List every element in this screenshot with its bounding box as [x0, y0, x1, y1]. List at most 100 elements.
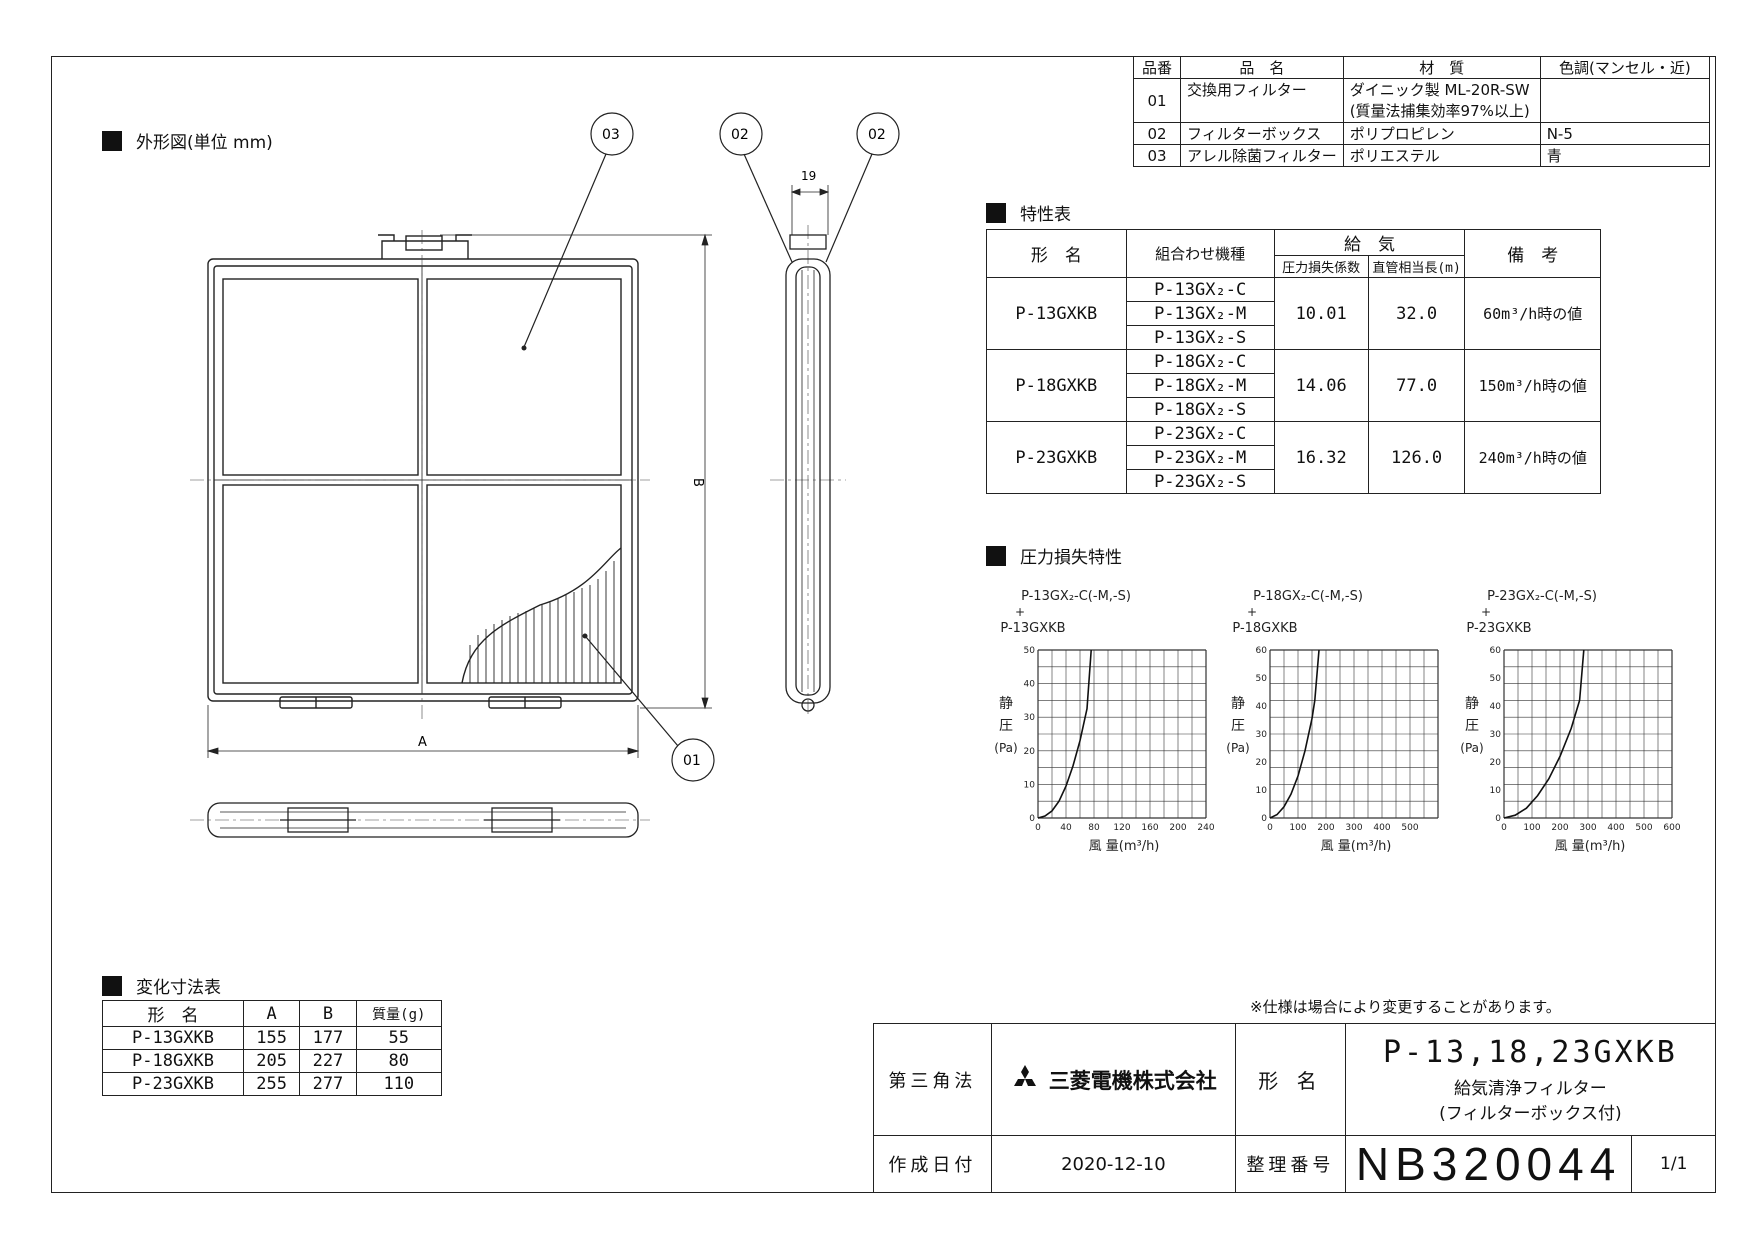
callout-circle [856, 112, 900, 156]
x-axis-label: 風 量(m³/h) [1089, 839, 1160, 854]
dim-a: 205 [242, 1049, 301, 1073]
char-pipe: 126.0 [1367, 421, 1466, 494]
char-combo: P-13GX₂-S [1125, 325, 1275, 350]
model-cell: P-13,18,23GXKB 給気清浄フィルター (フィルターボックス付) [1344, 1023, 1717, 1136]
dim-mass: 80 [355, 1049, 443, 1073]
side-view-clip [789, 234, 827, 250]
date-value: 2020-12-10 [990, 1135, 1237, 1193]
char-coef: 14.06 [1273, 349, 1369, 422]
char-header-pipe: 直管相当長(m) [1367, 255, 1466, 278]
y-tick-label: 50 [1490, 674, 1502, 684]
chart-title-line-1: P-23GX₂-C(-M,-S) [1487, 589, 1597, 604]
y-tick-label: 40 [1256, 702, 1268, 712]
chart-title-line-1: P-18GX₂-C(-M,-S) [1253, 589, 1363, 604]
company-cell: 三菱電機株式会社 [990, 1023, 1237, 1136]
x-tick-label: 160 [1141, 823, 1158, 833]
outline-section-title: 外形図(単位 mm) [102, 128, 273, 153]
char-combo: P-23GX₂-C [1125, 421, 1275, 446]
x-tick-label: 500 [1401, 823, 1418, 833]
dim-mass: 55 [355, 1026, 443, 1050]
x-tick-label: 600 [1663, 823, 1680, 833]
dimension-19-label: 19 [801, 169, 816, 183]
char-pipe: 77.0 [1367, 349, 1466, 422]
char-header-supply: 給 気 [1273, 229, 1466, 256]
section-marker [986, 202, 1006, 223]
characteristics-table: 形 名 組合わせ機種 給 気 備 考 圧力損失係数 直管相当長(m) P-13G… [986, 229, 1601, 494]
x-tick-label: 240 [1197, 823, 1214, 833]
char-header-model: 形 名 [986, 229, 1127, 278]
x-tick-label: 200 [1169, 823, 1186, 833]
x-axis-label: 風 量(m³/h) [1321, 839, 1392, 854]
char-note: 150m³/h時の値 [1464, 349, 1601, 422]
x-tick-label: 200 [1317, 823, 1334, 833]
parts-table: 品番 品 名 材 質 色調(マンセル・近) 01 交換用フィルター ダイニック製… [1133, 56, 1711, 167]
chart-title-plus: + [1015, 605, 1025, 619]
material-line-2: (質量法捕集効率97%以上) [1349, 102, 1530, 120]
y-tick-label: 50 [1256, 674, 1268, 684]
sheet-number: 1/1 [1631, 1135, 1716, 1193]
x-tick-label: 200 [1551, 823, 1568, 833]
y-tick-label: 20 [1256, 758, 1268, 768]
y-axis-label-1: 静 [1231, 696, 1245, 712]
y-axis-label-1: 静 [1465, 696, 1479, 712]
title-block: 第三角法 三菱電機株式会社 形 名 P-13,18,23GXKB 給気清浄フィル… [873, 1023, 1717, 1193]
dim-b: 277 [299, 1072, 357, 1096]
parts-row-name: フィルターボックス [1180, 122, 1344, 145]
mitsubishi-logo-icon [1010, 1064, 1040, 1095]
product-line-1: 給気清浄フィルター [1454, 1079, 1607, 1099]
dimension-a-label: A [418, 735, 427, 750]
parts-row-no: 03 [1133, 144, 1181, 167]
material-line-1: ダイニック製 ML-20R-SW [1349, 81, 1530, 99]
y-tick-label: 0 [1495, 814, 1501, 824]
model-number: P-13,18,23GXKB [1382, 1035, 1678, 1070]
x-tick-label: 100 [1289, 823, 1306, 833]
y-axis-label-1: 静 [999, 696, 1013, 712]
y-tick-label: 50 [1024, 646, 1036, 656]
pane-bottom-right [426, 484, 622, 684]
parts-header-name: 品 名 [1180, 56, 1344, 79]
dimensions-section-title: 変化寸法表 [102, 973, 221, 998]
char-header-coef: 圧力損失係数 [1273, 255, 1369, 278]
parts-row-material: ポリエステル [1342, 144, 1541, 167]
y-tick-label: 20 [1490, 758, 1502, 768]
parts-header-color: 色調(マンセル・近) [1539, 56, 1711, 79]
char-model: P-23GXKB [986, 421, 1127, 494]
char-combo: P-18GX₂-C [1125, 349, 1275, 374]
parts-row-color: 青 [1539, 144, 1711, 167]
parts-row-color: N-5 [1539, 122, 1711, 145]
drawing-number: NB320044 [1344, 1135, 1633, 1193]
dim-b: 227 [299, 1049, 357, 1073]
y-tick-label: 30 [1256, 730, 1268, 740]
char-combo: P-13GX₂-C [1125, 277, 1275, 302]
char-coef: 10.01 [1273, 277, 1369, 350]
callout-circle [671, 738, 715, 782]
dimensions-title: 変化寸法表 [136, 978, 221, 998]
top-clip [378, 234, 472, 259]
y-tick-label: 10 [1256, 786, 1268, 796]
x-tick-label: 120 [1113, 823, 1130, 833]
chart-title-line-2: P-18GXKB [1232, 621, 1297, 636]
x-axis-label: 風 量(m³/h) [1555, 839, 1626, 854]
dim-a: 255 [242, 1072, 301, 1096]
x-tick-label: 300 [1579, 823, 1596, 833]
pressure-section-title: 圧力損失特性 [986, 543, 1122, 568]
characteristics-title: 特性表 [1020, 205, 1071, 225]
x-tick-label: 0 [1501, 823, 1507, 833]
dim-b: 177 [299, 1026, 357, 1050]
y-tick-label: 0 [1261, 814, 1267, 824]
callout-circle [590, 112, 634, 156]
char-combo: P-23GX₂-M [1125, 445, 1275, 470]
section-marker [102, 975, 122, 996]
x-tick-label: 400 [1607, 823, 1624, 833]
dim-header-b: B [299, 1000, 357, 1027]
parts-row-no: 02 [1133, 122, 1181, 145]
y-axis-label-3: (Pa) [994, 741, 1017, 755]
pane-bottom-left [222, 484, 419, 684]
parts-row-name: アレル除菌フィルター [1180, 144, 1344, 167]
y-tick-label: 60 [1256, 646, 1268, 656]
product-line-2: (フィルターボックス付) [1439, 1104, 1622, 1124]
dim-model: P-23GXKB [102, 1072, 244, 1096]
dimension-b-label: B [690, 478, 705, 487]
parts-row-no: 01 [1133, 78, 1181, 123]
char-header-note: 備 考 [1464, 229, 1601, 278]
